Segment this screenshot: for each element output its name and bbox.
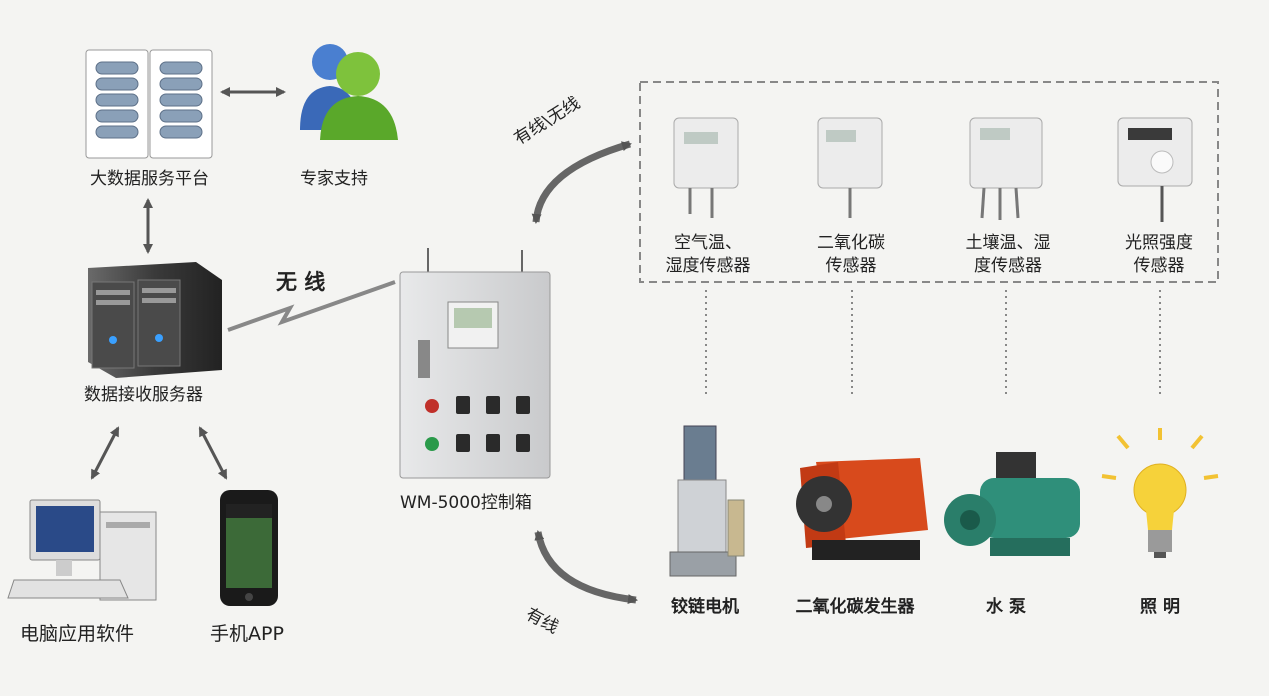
actuator-label-lighting: 照 明	[1140, 597, 1180, 617]
expert-support-label: 专家支持	[300, 169, 368, 189]
mobile-phone-icon	[220, 490, 278, 606]
sensor-label-soil-line1: 土壤温、湿	[965, 233, 1051, 253]
sensor-actuator-connectors	[705, 290, 1161, 398]
actuator-label-hinge-motor: 铰链电机	[671, 597, 739, 617]
data-server-label: 数据接收服务器	[84, 385, 203, 405]
sensor-label-light-line2: 传感器	[1133, 255, 1185, 276]
sensor-label-light: 光照强度 传感器	[1104, 232, 1214, 278]
co2-generator-icon	[796, 458, 928, 560]
pc-software-label: 电脑应用软件	[20, 623, 135, 645]
receiving-server-icon	[88, 262, 222, 378]
sensor-label-soil-line2: 度传感器	[974, 255, 1042, 276]
actuator-label-co2-generator: 二氧化碳发生器	[795, 597, 915, 617]
arrow-server-pc	[90, 426, 120, 480]
actuator-label-water-pump: 水 泵	[986, 597, 1026, 617]
light-bulb-icon	[1101, 428, 1219, 558]
expert-people-icon	[300, 44, 398, 140]
mobile-app-label: 手机APP	[210, 623, 284, 645]
database-server-icon	[85, 49, 213, 159]
sensor-label-co2-line1: 二氧化碳	[817, 233, 885, 253]
sensor-label-co2-line2: 传感器	[825, 255, 877, 276]
wireless-label: 无 线	[276, 270, 326, 294]
control-box-label: WM-5000控制箱	[400, 493, 532, 513]
sensor-label-co2: 二氧化碳 传感器	[796, 232, 906, 278]
arrow-server-phone	[198, 426, 228, 480]
sensor-label-air-line2: 湿度传感器	[665, 255, 751, 276]
hinge-motor-icon	[669, 425, 745, 577]
sensor-label-air: 空气温、 湿度传感器	[648, 232, 768, 278]
wireless-link-line	[227, 280, 396, 332]
air-sensor-icon	[673, 117, 739, 218]
sensor-label-light-line1: 光照强度	[1125, 233, 1193, 253]
arrow-box-sensors	[531, 140, 632, 224]
co2-sensor-icon	[817, 117, 883, 218]
sensor-label-air-line1: 空气温、	[674, 233, 742, 253]
control-box-icon	[399, 248, 551, 479]
soil-sensor-icon	[969, 117, 1043, 220]
light-sensor-icon	[1117, 117, 1193, 222]
water-pump-icon	[944, 452, 1080, 556]
sensor-group-border	[639, 81, 1219, 283]
sensor-label-soil: 土壤温、湿 度传感器	[946, 232, 1070, 278]
arrow-box-actuators	[534, 530, 638, 605]
desktop-computer-icon	[7, 499, 157, 601]
big-data-platform-label: 大数据服务平台	[90, 169, 209, 189]
